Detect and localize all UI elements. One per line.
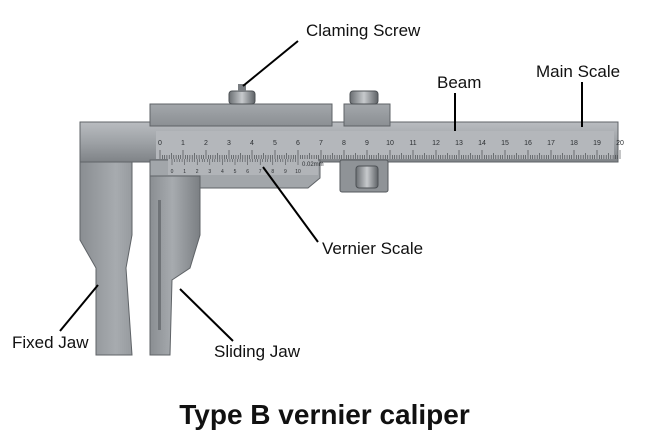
fine-adjust-wheel <box>355 165 379 189</box>
main-scale-number: 17 <box>547 140 555 147</box>
pointer-claming-screw <box>242 40 299 87</box>
main-scale-number: 18 <box>570 140 578 147</box>
main-scale-number: 10 <box>386 140 394 147</box>
vernier-scale-number: 4 <box>221 169 224 175</box>
vernier-scale-number: 9 <box>284 169 287 175</box>
pointer-vernier-scale <box>262 166 319 243</box>
clamping-screw-knob-1 <box>228 90 256 105</box>
main-scale-number: 0 <box>158 140 162 147</box>
label-main-scale: Main Scale <box>536 62 621 81</box>
label-sliding-jaw: Sliding Jaw <box>214 342 300 361</box>
vernier-scale-number: 5 <box>234 169 237 175</box>
slider-carriage <box>149 103 333 127</box>
main-scale-number: 5 <box>273 140 277 147</box>
vernier-scale-number: 7 <box>259 169 262 175</box>
main-scale-number: 3 <box>227 140 231 147</box>
clamping-screw-knob-2 <box>349 90 379 105</box>
main-scale-number: 12 <box>432 140 440 147</box>
vernier-scale-number: 1 <box>183 169 186 175</box>
clamp-block <box>343 103 391 127</box>
vernier-scale-number: 6 <box>246 169 249 175</box>
main-scale-number: 6 <box>296 140 300 147</box>
main-scale-number: 1 <box>181 140 185 147</box>
sliding-jaw-slot <box>158 200 161 330</box>
main-scale-number: 9 <box>365 140 369 147</box>
vernier-scale-ticks <box>171 159 299 165</box>
vernier-scale-strip <box>168 159 318 175</box>
main-scale-number: 7 <box>319 140 323 147</box>
vernier-scale-number: 8 <box>271 169 274 175</box>
main-scale-number: 8 <box>342 140 346 147</box>
sliding-jaw <box>149 159 201 356</box>
vernier-scale-number: 10 <box>295 169 301 175</box>
diagram-title: Type B vernier caliper <box>179 399 470 430</box>
main-scale-number: 16 <box>524 140 532 147</box>
main-scale-ticks <box>159 150 621 159</box>
vernier-scale-number: 3 <box>208 169 211 175</box>
label-vernier-scale: Vernier Scale <box>322 239 424 258</box>
main-scale-number: 4 <box>250 140 254 147</box>
main-scale-number: 20 <box>616 140 624 147</box>
main-scale-number: 11 <box>409 140 416 147</box>
main-scale-plate <box>156 131 614 159</box>
vernier-scale-number: 2 <box>196 169 199 175</box>
vernier-scale-numbers: 0 1 2 3 4 5 6 7 8 9 10 <box>171 169 301 175</box>
vernier-unit-label: 0.02mm <box>302 162 324 168</box>
vernier-scale-number: 0 <box>171 169 174 175</box>
pointer-fixed-jaw <box>59 284 99 332</box>
label-fixed-jaw: Fixed Jaw <box>12 333 89 352</box>
main-scale-number: 13 <box>455 140 463 147</box>
main-scale-number: 14 <box>478 140 486 147</box>
main-scale-number: 15 <box>501 140 509 147</box>
pointer-sliding-jaw <box>179 288 234 342</box>
label-beam: Beam <box>437 73 482 92</box>
clamping-screw-stem-1 <box>238 84 246 92</box>
main-scale-number: 2 <box>204 140 208 147</box>
label-claming-screw: Claming Screw <box>306 21 421 40</box>
main-scale-number: 19 <box>593 140 601 147</box>
